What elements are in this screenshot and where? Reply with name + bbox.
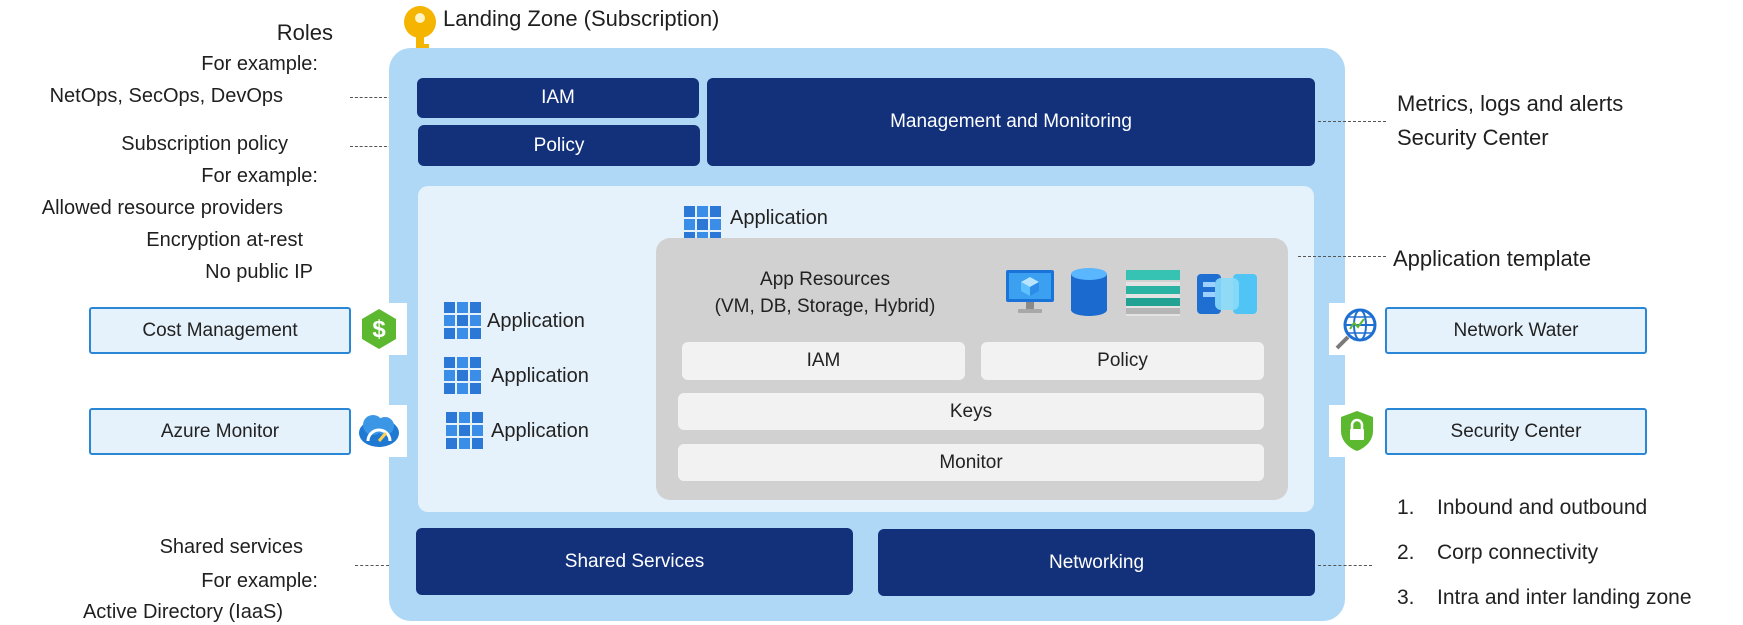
app-resources-title-line1: App Resources — [760, 269, 890, 290]
security-center-icon-box — [1329, 405, 1385, 457]
azure-monitor-icon — [359, 415, 399, 447]
application-label-3: Application — [491, 420, 589, 442]
landing-zone-title: Landing Zone (Subscription) — [443, 6, 720, 31]
network-watcher-icon — [1335, 308, 1377, 350]
application-label-1: Application — [487, 310, 585, 332]
network-watcher-icon-box — [1329, 303, 1385, 355]
cost-management-icon-box: $ — [351, 303, 407, 355]
azure-monitor-label: Azure Monitor — [160, 420, 280, 442]
app-resources-title: App Resources (VM, DB, Storage, Hybrid) — [700, 266, 950, 320]
networking-item-1: 1. Inbound and outbound — [1397, 496, 1647, 520]
connector-app-template — [1298, 256, 1386, 257]
application-icon — [444, 302, 481, 339]
storage-icon — [1124, 268, 1182, 326]
iam-block: IAM — [417, 78, 699, 118]
application-label-2: Application — [491, 365, 589, 387]
networking-item-2: 2. Corp connectivity — [1397, 541, 1598, 565]
note-policy-example: For example: — [201, 165, 318, 187]
application-label-top: Application — [730, 207, 828, 229]
networking-item-3-num: 3. — [1397, 586, 1415, 609]
note-metrics: Metrics, logs and alerts — [1397, 91, 1624, 116]
app-keys-bar: Keys — [678, 393, 1264, 430]
app-iam-bar: IAM — [682, 342, 965, 380]
application-icon — [684, 206, 721, 243]
azure-monitor-box: Azure Monitor — [89, 408, 351, 455]
app-policy-bar: Policy — [981, 342, 1264, 380]
connector-shared — [355, 565, 415, 566]
networking-item-1-num: 1. — [1397, 496, 1415, 519]
networking-item-2-num: 2. — [1397, 541, 1415, 564]
note-policy-encryption: Encryption at-rest — [146, 229, 303, 251]
note-shared-services: Shared services — [159, 536, 303, 558]
networking-block: Networking — [878, 529, 1315, 596]
shared-services-block: Shared Services — [416, 528, 853, 595]
networking-item-1-text: Inbound and outbound — [1437, 496, 1648, 519]
note-policy-public-ip: No public IP — [205, 261, 313, 283]
connector-policy — [350, 146, 416, 147]
vm-icon — [1005, 268, 1055, 316]
note-shared-ad: Active Directory (IaaS) — [82, 601, 283, 623]
security-center-icon — [1341, 411, 1373, 451]
note-roles-list: NetOps, SecOps, DevOps — [49, 85, 283, 107]
note-application-template: Application template — [1393, 246, 1592, 271]
cost-management-icon: $ — [362, 309, 396, 349]
connector-roles — [350, 97, 416, 98]
database-icon — [1068, 266, 1110, 318]
note-shared-example: For example: — [201, 570, 318, 592]
networking-item-3: 3. Intra and inter landing zone — [1397, 586, 1692, 610]
policy-block: Policy — [418, 125, 700, 166]
connector-networking — [1318, 565, 1372, 566]
azure-monitor-icon-box — [351, 405, 407, 457]
networking-item-2-text: Corp connectivity — [1437, 541, 1599, 564]
cost-management-label: Cost Management — [142, 319, 298, 341]
app-monitor-bar: Monitor — [678, 444, 1264, 481]
note-subscription-policy: Subscription policy — [121, 133, 288, 155]
security-center-label: Security Center — [1450, 420, 1582, 442]
hybrid-icon — [1195, 268, 1261, 318]
management-monitoring-block: Management and Monitoring — [707, 78, 1315, 166]
application-icon — [444, 357, 481, 394]
security-center-box: Security Center — [1385, 408, 1647, 455]
note-roles: Roles — [276, 20, 333, 45]
application-icon — [446, 412, 483, 449]
cost-management-box: Cost Management — [89, 307, 351, 354]
connector-metrics — [1318, 121, 1386, 122]
svg-text:$: $ — [372, 316, 386, 343]
network-watcher-label: Network Water — [1453, 319, 1579, 341]
network-watcher-box: Network Water — [1385, 307, 1647, 354]
note-security-center: Security Center — [1397, 125, 1549, 150]
app-resources-title-line2: (VM, DB, Storage, Hybrid) — [714, 296, 936, 317]
networking-item-3-text: Intra and inter landing zone — [1437, 586, 1692, 609]
note-policy-providers: Allowed resource providers — [41, 197, 283, 219]
note-roles-example: For example: — [201, 53, 318, 75]
